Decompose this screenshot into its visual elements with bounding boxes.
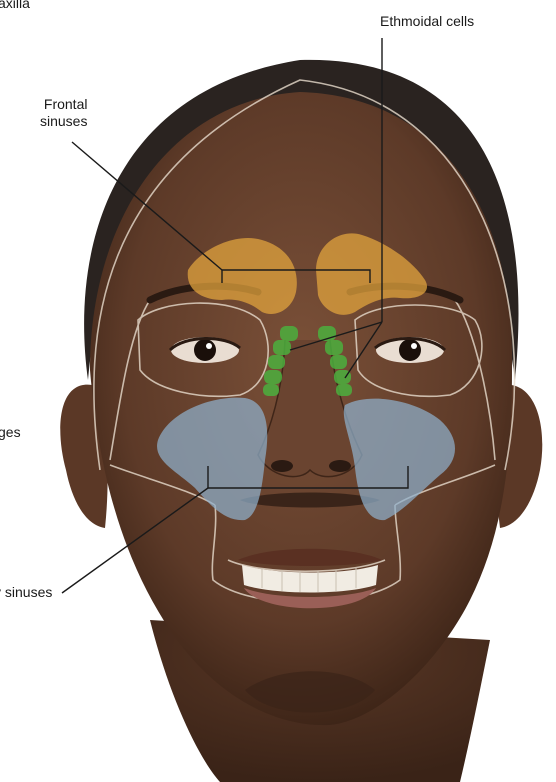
right-nostril bbox=[329, 460, 351, 472]
maxilla-label: axilla bbox=[0, 0, 30, 12]
ethmoidal-cells-label: Ethmoidal cells bbox=[380, 13, 474, 30]
frontal-label-line1: Frontal bbox=[40, 96, 87, 113]
maxillary-sinuses-label: y sinuses bbox=[0, 584, 52, 601]
ridges-label: ges bbox=[0, 424, 21, 441]
left-nostril bbox=[271, 460, 293, 472]
frontal-sinuses-label: Frontal sinuses bbox=[40, 96, 87, 130]
frontal-label-line2: sinuses bbox=[40, 113, 87, 130]
